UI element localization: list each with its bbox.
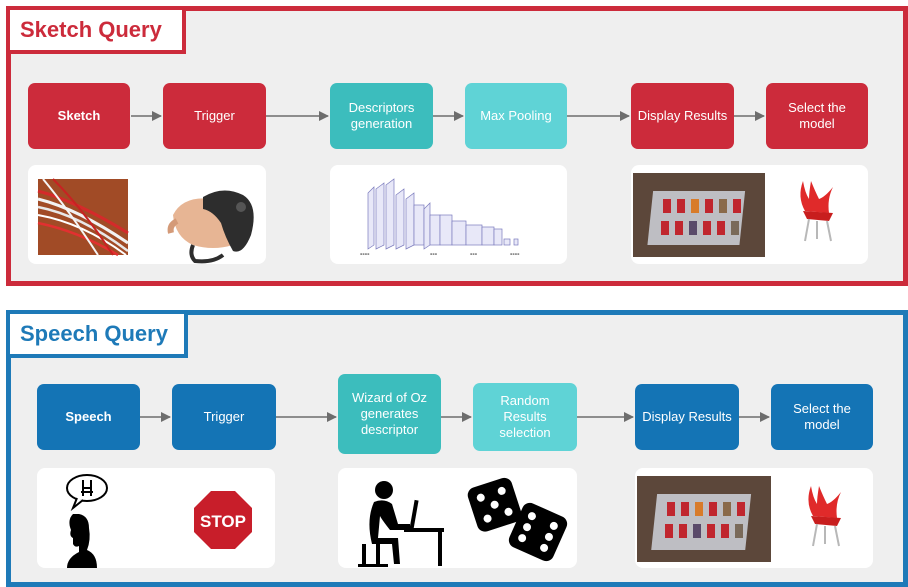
step-max-pooling: Max Pooling — [465, 83, 567, 149]
colored-lines-photo — [37, 178, 129, 257]
wizard-of-oz-card — [338, 468, 577, 568]
step-random-results: Random Results selection — [473, 383, 577, 451]
sketch-query-title: Sketch Query — [6, 6, 186, 54]
svg-text:▪▪▪: ▪▪▪ — [470, 252, 478, 256]
chair-grid-photo — [633, 173, 765, 257]
sketch-input-card — [28, 165, 266, 264]
cnn-architecture-diagram: ▪▪▪▪ ▪▪▪ ▪▪▪ ▪▪▪▪ — [360, 178, 520, 256]
svg-text:▪▪▪▪: ▪▪▪▪ — [360, 252, 370, 256]
vr-controller-photo — [167, 190, 254, 264]
speech-query-title: Speech Query — [6, 310, 188, 358]
sketch-results-card — [631, 165, 868, 264]
step-descriptors-generation: Descriptors generation — [330, 83, 433, 149]
chair-grid-photo — [637, 476, 771, 562]
step-speech: Speech — [37, 384, 140, 450]
speech-results-card — [635, 468, 873, 568]
step-speech-display-results: Display Results — [635, 384, 739, 450]
svg-text:▪▪▪: ▪▪▪ — [430, 252, 438, 256]
cnn-architecture-card: ▪▪▪▪ ▪▪▪ ▪▪▪ ▪▪▪▪ — [330, 165, 567, 264]
dice-icon — [467, 477, 568, 562]
step-sketch-trigger: Trigger — [163, 83, 266, 149]
red-chair-model — [800, 181, 833, 242]
stop-sign-icon: STOP — [191, 488, 255, 552]
person-at-computer-icon — [358, 481, 444, 567]
step-sketch-select-model: Select the model — [766, 83, 868, 149]
step-sketch-display-results: Display Results — [631, 83, 734, 149]
red-chair-model — [808, 486, 841, 547]
person-thinking-chair-icon — [66, 474, 108, 568]
step-speech-trigger: Trigger — [172, 384, 276, 450]
step-wizard-of-oz: Wizard of Oz generates descriptor — [338, 374, 441, 454]
step-speech-select-model: Select the model — [771, 384, 873, 450]
speech-input-card: STOP — [37, 468, 275, 568]
svg-text:▪▪▪▪: ▪▪▪▪ — [510, 252, 520, 256]
step-sketch: Sketch — [28, 83, 130, 149]
stop-sign-text: STOP — [200, 512, 246, 531]
